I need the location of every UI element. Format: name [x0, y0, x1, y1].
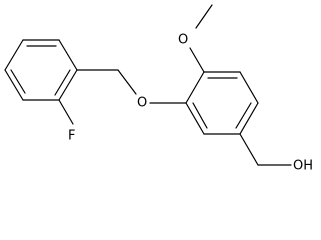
bond: [58, 69, 78, 101]
bond: [4, 69, 24, 101]
hydroxyl-label: OH: [293, 159, 313, 174]
bond-ring-o-methoxy: [189, 47, 205, 73]
double-bond-inner: [235, 102, 252, 129]
bond: [185, 71, 205, 104]
double-bond-inner: [10, 69, 26, 94]
methoxyphenyl-ring: [185, 71, 259, 135]
bond-ring-ch2oh: [239, 133, 259, 166]
bond: [239, 71, 259, 104]
bond: [185, 102, 205, 135]
structure-diagram: F O O OH: [4, 4, 313, 174]
bond: [4, 39, 24, 71]
ether-oxygen-label: O: [137, 96, 147, 111]
bond-o-ch3: [195, 4, 213, 29]
fluorophenyl-ring: [4, 39, 78, 101]
bond: [239, 102, 259, 135]
fluorine-label: F: [68, 129, 75, 144]
double-bond-inner: [192, 102, 208, 129]
bond-c-f: [58, 99, 74, 125]
methoxy-oxygen-label: O: [178, 33, 188, 48]
bond-ch2-o: [117, 69, 137, 95]
double-bond-inner: [54, 69, 71, 96]
bond: [58, 39, 78, 71]
